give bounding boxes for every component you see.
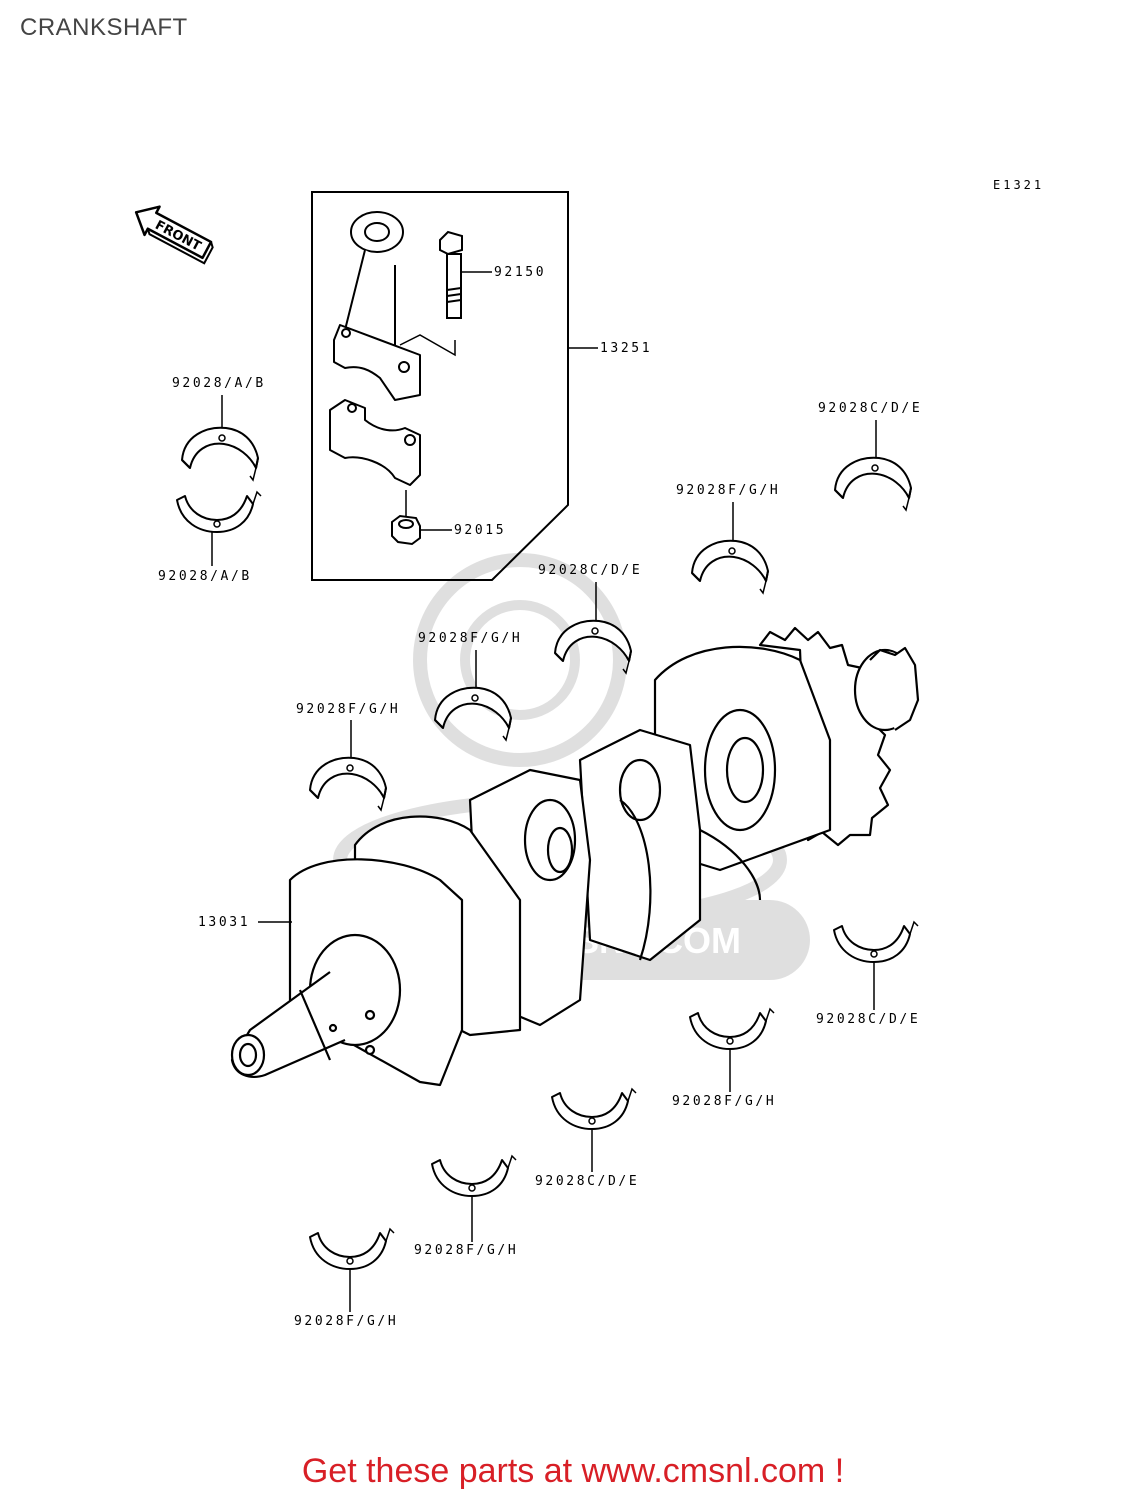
rod-cap xyxy=(329,399,421,486)
rod-bearing-upper xyxy=(181,426,259,481)
connecting-rod xyxy=(333,211,421,401)
promo-link[interactable]: Get these parts at www.cmsnl.com ! xyxy=(301,1452,845,1490)
part-label-main-lower-2[interactable]: 92028F/G/H xyxy=(672,1094,777,1109)
main-bearing-lower-5 xyxy=(309,1228,395,1270)
main-bearing-lower-4 xyxy=(431,1155,517,1197)
page-title: CRANKSHAFT xyxy=(20,14,188,41)
part-label-main-lower-5[interactable]: 92028F/G/H xyxy=(294,1314,399,1329)
part-label-13251[interactable]: 13251 xyxy=(600,341,653,356)
part-label-main-lower-4[interactable]: 92028F/G/H xyxy=(414,1243,519,1258)
part-label-main-upper-2[interactable]: 92028F/G/H xyxy=(676,483,781,498)
con-rod-nut xyxy=(391,514,421,546)
main-bearing-upper-2 xyxy=(691,539,769,594)
part-label-rod-bearing-upper[interactable]: 92028/A/B xyxy=(172,376,266,391)
part-label-13031[interactable]: 13031 xyxy=(198,915,251,930)
part-label-main-lower-3[interactable]: 92028C/D/E xyxy=(535,1174,640,1189)
part-label-main-upper-4[interactable]: 92028F/G/H xyxy=(418,631,523,646)
con-rod-bolt xyxy=(439,230,463,319)
part-label-main-upper-1[interactable]: 92028C/D/E xyxy=(818,401,923,416)
part-label-92150[interactable]: 92150 xyxy=(494,265,547,280)
part-label-main-upper-3[interactable]: 92028C/D/E xyxy=(538,563,643,578)
con-rod-assy-box xyxy=(311,191,569,581)
main-bearing-lower-2 xyxy=(689,1008,775,1050)
main-bearing-lower-3 xyxy=(551,1088,637,1130)
rod-bearing-lower xyxy=(176,491,262,533)
part-label-rod-bearing-lower[interactable]: 92028/A/B xyxy=(158,569,252,584)
diagram-code: E1321 xyxy=(993,178,1045,192)
crankshaft xyxy=(230,626,920,1087)
main-bearing-lower-1 xyxy=(833,921,919,963)
front-arrow-icon: FRONT xyxy=(134,205,214,265)
part-label-92015[interactable]: 92015 xyxy=(454,523,507,538)
part-label-main-upper-5[interactable]: 92028F/G/H xyxy=(296,702,401,717)
main-bearing-upper-5 xyxy=(309,756,387,811)
part-label-main-lower-1[interactable]: 92028C/D/E xyxy=(816,1012,921,1027)
main-bearing-upper-1 xyxy=(834,456,912,511)
